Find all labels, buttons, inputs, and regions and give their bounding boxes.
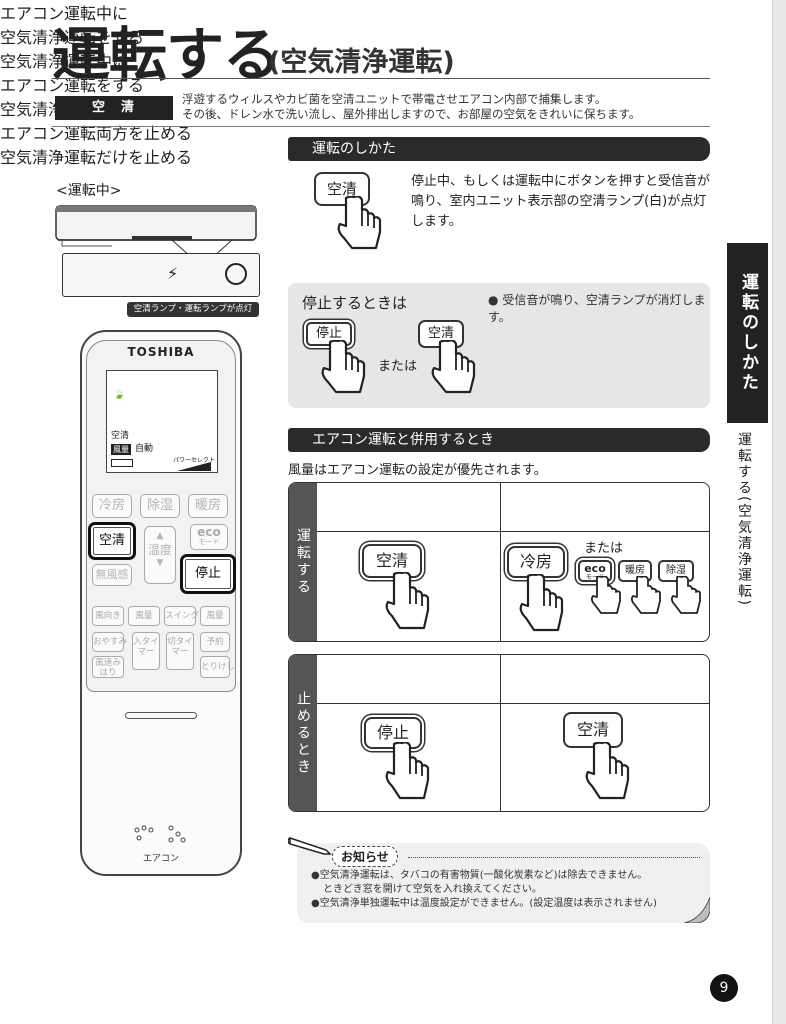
remote-eco-button[interactable]: eco モード [190, 524, 228, 550]
notice-text: ●空気清浄運転は、タバコの有害物質(一酸化炭素など)は除去できません。 ときどき… [311, 869, 657, 911]
remote-cool-button[interactable]: 冷房 [92, 494, 132, 518]
intro-text: 浮遊するウィルスやカビ菌を空清ユニットで帯電させエアコン内部で捕集します。 その… [182, 92, 640, 122]
notice-dotted-rule [408, 857, 700, 858]
lcd-mode-text: 空清 [111, 431, 130, 441]
stop-side-label: 止めるとき [289, 655, 317, 811]
pointing-hand-icon [385, 742, 430, 800]
pointing-hand-icon [585, 742, 630, 800]
lcd-battery-icon [111, 459, 133, 467]
temp-label: 温度 [147, 543, 172, 557]
page-curl-icon [684, 897, 710, 923]
stop-column-divider [500, 655, 501, 811]
pointing-hand-icon [321, 340, 366, 394]
pointing-hand-icon [630, 576, 661, 614]
remote-brand: TOSHIBA [127, 345, 195, 359]
section-howto-heading: 運転のしかた [288, 137, 710, 161]
intro-line-1: 浮遊するウィルスやカビ菌を空清ユニットで帯電させエアコン内部で捕集します。 [182, 92, 607, 106]
remote-sleep-button[interactable]: おやすみ [92, 632, 127, 652]
run-side-label: 運転する [289, 483, 317, 641]
remote-lcd: 🍃 空清 風量 自動 パワーセレクト [106, 370, 218, 473]
side-tab-caption: 運転する(空気清浄運転) [736, 432, 752, 607]
remote-muhukan-button[interactable]: 無風感 [92, 564, 132, 586]
remote-swing-button[interactable]: スイング [164, 606, 199, 626]
run-column-divider [500, 483, 501, 641]
page-edge [772, 0, 786, 1024]
lcd-power-bar-icon [177, 462, 211, 471]
pointing-hand-icon [670, 576, 701, 614]
remote-fan-level-button[interactable]: 風量 [200, 606, 230, 626]
lamp-caption: 空清ランプ・運転ランプが点灯 [127, 302, 259, 317]
remote-temp-rocker[interactable]: ▲ 温度 ▼ [144, 526, 176, 584]
section-combined-heading: エアコン運転と併用するとき [288, 428, 710, 452]
combined-lead: 風量はエアコン運転の設定が優先されます。 [288, 463, 547, 478]
notice-line-2: ときどき窓を開けて空気を入れ換えてください。 [323, 884, 542, 895]
remote-on-timer-button[interactable]: 入タイマー [132, 632, 160, 670]
notice-line-1: ●空気清浄運転は、タバコの有害物質(一酸化炭素など)は除去できません。 [311, 870, 648, 881]
pointing-hand-icon [337, 196, 382, 250]
pointing-hand-icon [519, 574, 564, 632]
howto-kusei-key: 空清 [314, 172, 370, 206]
run-or-text: または [584, 541, 624, 556]
title-rule [52, 78, 710, 79]
intro-line-2: その後、ドレン水で洗い流し、屋外排出しますので、お部屋の空気をきれいに保ちます。 [182, 107, 641, 121]
lcd-power-select: パワーセレクト [173, 457, 216, 464]
stop-note-bullet: ● [488, 293, 499, 307]
remote-off-timer-button[interactable]: 切タイマー [166, 632, 194, 670]
run-header-divider [317, 531, 709, 532]
stop-table: 止めるとき [288, 654, 710, 812]
remote-cancel-button[interactable]: とりけし [200, 656, 235, 678]
remote-cover-slot [125, 712, 197, 719]
run-kusei-key: 空清 [362, 544, 422, 578]
run-col2-heading: 空気清浄運転中に エアコン運転をする [0, 52, 145, 95]
remote-reserve-button[interactable]: 予約 [200, 632, 230, 652]
indoor-display-panel: ⚡ [62, 253, 260, 297]
page-subtitle: (空気清浄運転) [268, 47, 455, 78]
notice-label: お知らせ [332, 846, 398, 867]
side-tab: 運転のしかた [727, 243, 768, 423]
remote-dry-button[interactable]: 除湿 [140, 494, 180, 518]
stop-kusei-only-key: 空清 [563, 712, 623, 748]
kusei-badge: 空清 [55, 96, 173, 120]
howto-description: 停止中、もしくは運転中にボタンを押すと受信音が鳴り、室内ユニット表示部の空清ラン… [411, 174, 711, 229]
stop-header-divider [317, 703, 709, 704]
temp-up-icon: ▲ [156, 531, 164, 541]
kusei-lamp-icon [225, 263, 247, 285]
remote-footer-label: エアコン [142, 854, 179, 864]
stop-or-text: または [378, 359, 418, 374]
stop-col2-heading: 空気清浄運転だけを止める [0, 148, 193, 167]
eco-label: eco [197, 525, 221, 539]
operation-lamp-icon: ⚡ [167, 264, 179, 283]
stop-note: ● 受信音が鳴り、空清ランプが消灯します。 [488, 292, 710, 326]
run-eco-sub-label: モード [585, 574, 604, 581]
notice-line-3: ●空気清浄単独運転中は温度設定ができません。(設定温度は表示されません) [311, 898, 657, 909]
stop-note-text: 受信音が鳴り、空清ランプが消灯します。 [488, 293, 706, 324]
run-col1-heading: エアコン運転中に 空気清浄運転をする [0, 4, 145, 47]
lcd-fan-badge: 風量 [111, 444, 131, 455]
remote-heat-button[interactable]: 暖房 [188, 494, 228, 518]
page-number: 9 [710, 974, 738, 1002]
eco-sub-label: モード [198, 538, 220, 546]
remote-fan-button[interactable]: 風量 [128, 606, 160, 626]
pencil-icon [288, 836, 332, 855]
intro-rule [52, 126, 710, 127]
pointing-hand-icon [431, 340, 476, 394]
pointing-hand-icon [385, 572, 430, 630]
pointing-hand-icon [590, 576, 621, 614]
indoor-unit-illustration [55, 205, 257, 259]
run-eco-label: eco [584, 562, 606, 575]
lcd-mode-icon: 🍃 [113, 389, 126, 400]
lcd-fan-value: 自動 [135, 444, 154, 454]
page-title: 運転する [52, 21, 281, 89]
remote-stop-button[interactable]: 停止 [180, 554, 236, 594]
indoor-unit-label: <運転中> [56, 183, 122, 199]
remote-fan-dir-button[interactable]: 風向き [92, 606, 124, 626]
temp-down-icon: ▼ [156, 558, 164, 568]
stop-heading: 停止するときは [302, 294, 408, 312]
remote-kusei-button[interactable]: 空清 [88, 522, 136, 560]
remote-sensor-dots-icon [134, 825, 186, 843]
remote-fan-watch-button[interactable]: 風速みはり [92, 656, 124, 678]
